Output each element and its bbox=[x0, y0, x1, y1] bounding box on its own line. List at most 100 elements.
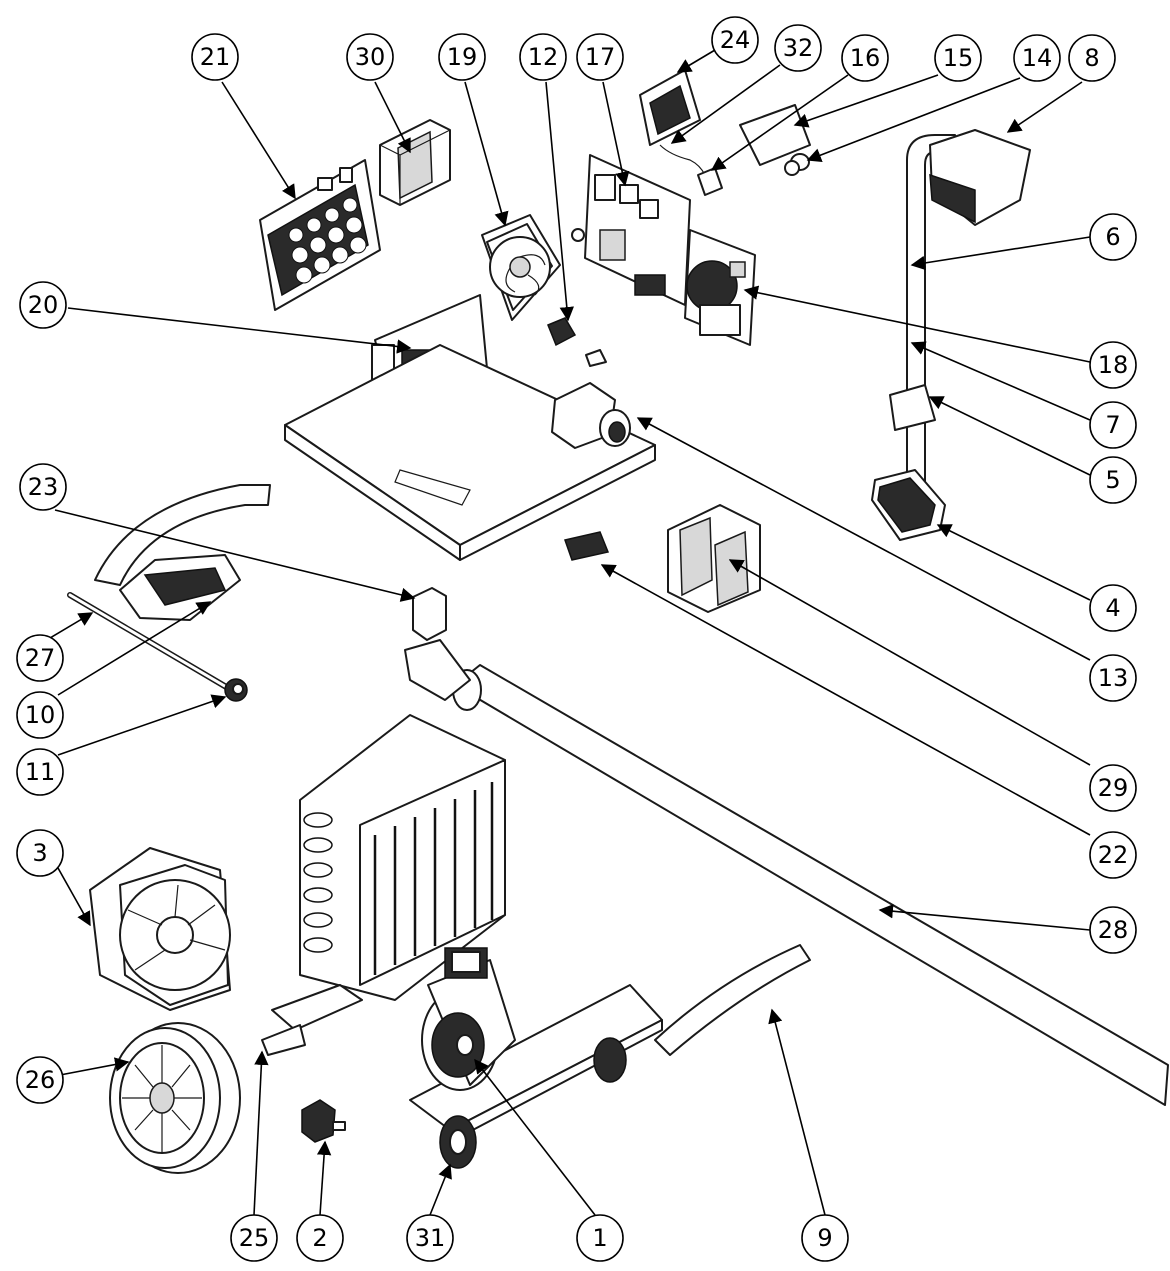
leader-20 bbox=[67, 307, 412, 354]
leader-31 bbox=[429, 1163, 452, 1216]
leader-28 bbox=[878, 904, 1091, 931]
callout-label-14: 14 bbox=[1022, 44, 1053, 72]
leader-22 bbox=[600, 564, 1091, 836]
callout-25: 25 bbox=[230, 1214, 278, 1262]
callout-1: 1 bbox=[576, 1214, 624, 1262]
callout-9: 9 bbox=[801, 1214, 849, 1262]
leader-6 bbox=[910, 236, 1091, 271]
callout-12: 12 bbox=[519, 33, 567, 81]
leader-14 bbox=[806, 77, 1021, 163]
selector-switch-part bbox=[551, 382, 631, 449]
callout-17: 17 bbox=[576, 33, 624, 81]
leader-13 bbox=[636, 417, 1091, 661]
callout-29: 29 bbox=[1089, 764, 1137, 812]
inductor-part bbox=[667, 504, 761, 613]
knob-part bbox=[784, 153, 810, 176]
callout-label-17: 17 bbox=[585, 43, 616, 71]
long-tube-part bbox=[404, 639, 1169, 1106]
callout-label-16: 16 bbox=[850, 44, 881, 72]
leader-18 bbox=[743, 285, 1091, 363]
callout-label-3: 3 bbox=[32, 839, 47, 867]
callout-6: 6 bbox=[1089, 213, 1137, 261]
control-board-part bbox=[571, 154, 691, 306]
callout-5: 5 bbox=[1089, 456, 1137, 504]
callout-10: 10 bbox=[16, 691, 64, 739]
callout-label-24: 24 bbox=[720, 26, 751, 54]
rod-part bbox=[67, 592, 248, 702]
axle-bracket-part bbox=[261, 984, 363, 1056]
callout-label-7: 7 bbox=[1105, 411, 1120, 439]
callout-label-19: 19 bbox=[447, 43, 478, 71]
leader-12 bbox=[545, 81, 574, 322]
callout-label-2: 2 bbox=[312, 1224, 327, 1252]
callout-23: 23 bbox=[19, 463, 67, 511]
callout-18: 18 bbox=[1089, 341, 1137, 389]
leader-1 bbox=[474, 1058, 596, 1216]
callout-label-12: 12 bbox=[528, 43, 559, 71]
callout-label-6: 6 bbox=[1105, 223, 1120, 251]
callout-label-8: 8 bbox=[1084, 44, 1099, 72]
leader-26 bbox=[59, 1057, 130, 1076]
callout-label-5: 5 bbox=[1105, 466, 1120, 494]
callout-label-25: 25 bbox=[239, 1224, 270, 1252]
label-plate-part bbox=[739, 104, 811, 166]
callout-label-21: 21 bbox=[200, 43, 231, 71]
part-drawings bbox=[67, 69, 1169, 1174]
trolley-part bbox=[409, 944, 811, 1169]
callout-label-31: 31 bbox=[415, 1224, 446, 1252]
leader-3 bbox=[57, 867, 91, 927]
leader-10 bbox=[57, 601, 212, 696]
callout-label-23: 23 bbox=[28, 473, 59, 501]
callout-30: 30 bbox=[346, 33, 394, 81]
leader-17 bbox=[602, 81, 630, 187]
callout-label-26: 26 bbox=[25, 1066, 56, 1094]
leader-15 bbox=[793, 74, 939, 128]
callout-24: 24 bbox=[711, 16, 759, 64]
leader-23 bbox=[54, 509, 416, 602]
callout-label-32: 32 bbox=[783, 34, 814, 62]
leader-21 bbox=[221, 81, 296, 200]
callout-7: 7 bbox=[1089, 401, 1137, 449]
callout-26: 26 bbox=[16, 1056, 64, 1104]
leader-25 bbox=[253, 1050, 269, 1216]
valve-part bbox=[301, 1099, 346, 1143]
callout-label-30: 30 bbox=[355, 43, 386, 71]
leader-9 bbox=[768, 1008, 826, 1216]
transformer-part bbox=[379, 119, 451, 206]
handle-column-part bbox=[871, 129, 1031, 541]
power-board-part bbox=[259, 159, 381, 311]
callout-19: 19 bbox=[438, 33, 486, 81]
leader-lines bbox=[49, 49, 1091, 1216]
callout-label-28: 28 bbox=[1098, 916, 1129, 944]
callout-label-18: 18 bbox=[1098, 351, 1129, 379]
small-fan-part bbox=[481, 214, 561, 321]
sensor-board-part bbox=[564, 531, 610, 561]
callout-28: 28 bbox=[1089, 906, 1137, 954]
large-fan-part bbox=[89, 847, 231, 1011]
callout-15: 15 bbox=[934, 34, 982, 82]
callout-3: 3 bbox=[16, 829, 64, 877]
callouts: 21 30 19 12 17 24 32 16 15 14 8 6 20 18 … bbox=[16, 16, 1137, 1262]
callout-2: 2 bbox=[296, 1214, 344, 1262]
callout-label-27: 27 bbox=[25, 644, 56, 672]
callout-14: 14 bbox=[1013, 34, 1061, 82]
callout-label-1: 1 bbox=[592, 1224, 607, 1252]
leader-5 bbox=[928, 396, 1091, 476]
leader-24 bbox=[676, 49, 716, 73]
leader-19 bbox=[464, 81, 509, 227]
callout-label-4: 4 bbox=[1105, 594, 1120, 622]
callout-31: 31 bbox=[406, 1214, 454, 1262]
leader-30 bbox=[374, 81, 411, 154]
callout-label-22: 22 bbox=[1098, 841, 1129, 869]
callout-20: 20 bbox=[19, 281, 67, 329]
leader-29 bbox=[728, 559, 1091, 766]
callout-label-20: 20 bbox=[28, 291, 59, 319]
wheel-part bbox=[109, 1022, 241, 1174]
leader-32 bbox=[670, 64, 781, 144]
callout-32: 32 bbox=[774, 24, 822, 72]
leader-16 bbox=[710, 74, 849, 171]
callout-4: 4 bbox=[1089, 584, 1137, 632]
heat-exchanger-part bbox=[299, 714, 506, 1001]
callout-label-29: 29 bbox=[1098, 774, 1129, 802]
